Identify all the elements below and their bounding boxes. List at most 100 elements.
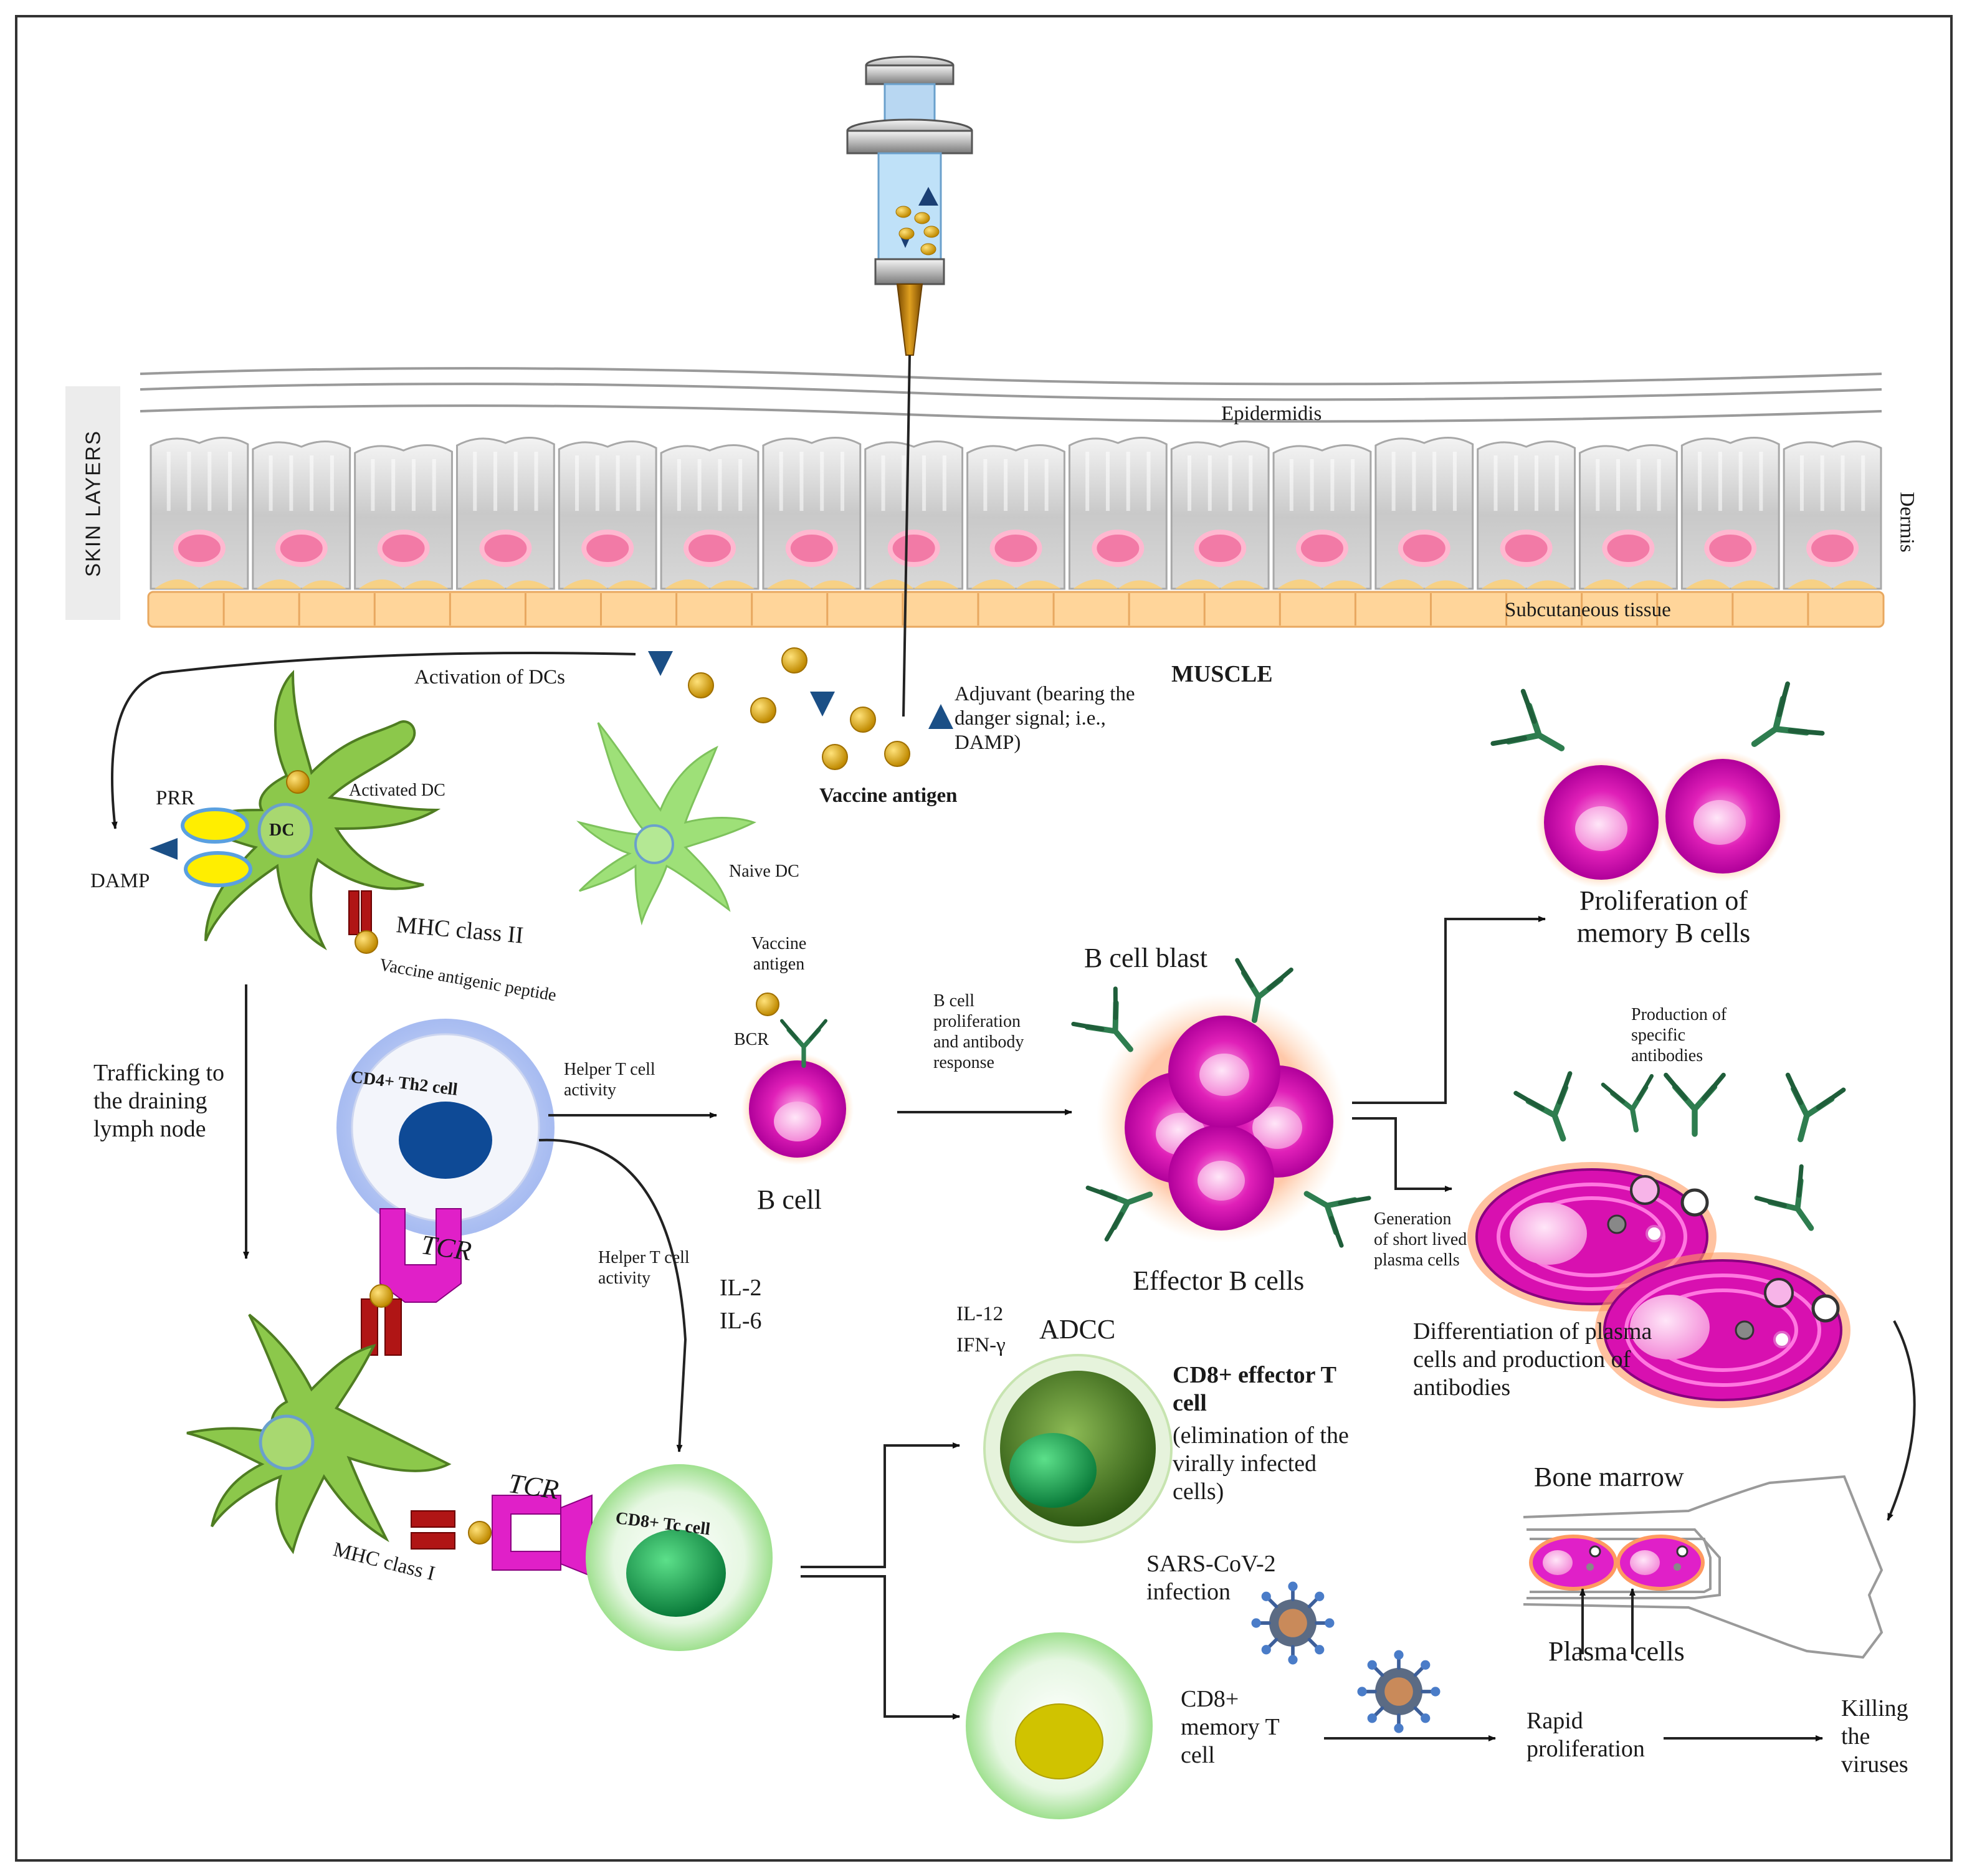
- activation-arrow: [111, 652, 636, 829]
- dermis-cell-nucleus: [1602, 530, 1655, 567]
- plasma-arrow: [1352, 1117, 1452, 1192]
- dermis-basal-fat: [1685, 579, 1776, 589]
- dermis-basal-fat: [460, 579, 551, 589]
- naive-dc: [576, 722, 756, 926]
- subcutaneous-label: Subcutaneous tissue: [1505, 599, 1671, 621]
- skin-layers-label-bg: [65, 386, 120, 620]
- memory-b-label: Proliferation of memory B cells: [1576, 885, 1751, 948]
- adjuvant-label: Adjuvant (bearing the danger signal; i.e…: [955, 683, 1135, 754]
- dermis-cell-nucleus: [173, 530, 226, 567]
- helper-label-1: Helper T cell activity: [564, 1060, 655, 1100]
- tcr-top-label: TCR: [419, 1229, 474, 1267]
- dermis-cell-nucleus: [989, 530, 1042, 567]
- rapid-label: Rapid proliferation: [1526, 1708, 1645, 1762]
- memory-branch-arrow: [801, 1575, 960, 1720]
- vaccine-antigen-label: Vaccine antigen: [819, 784, 958, 807]
- dermis-cell: [966, 444, 1065, 590]
- injection-track: [902, 355, 911, 717]
- virus-2: [1358, 1650, 1441, 1733]
- dermis-cell-nucleus: [1398, 530, 1450, 567]
- cd8-effector-title: CD8+ effector T cell: [1173, 1362, 1336, 1416]
- dermis-cell-nucleus: [581, 530, 634, 567]
- prr-label: PRR: [156, 787, 195, 809]
- activated-dc-label: Activated DC: [349, 781, 445, 800]
- dermis-basal-fat: [869, 579, 959, 589]
- dermis-cell-nucleus: [1092, 530, 1145, 567]
- dermis-basal-fat: [1379, 579, 1469, 589]
- dermis-basal-fat: [1583, 579, 1674, 589]
- memory-arrow: [1352, 916, 1546, 1104]
- mhc2-molecule: [348, 890, 372, 935]
- prr-receptors: [181, 807, 252, 887]
- il12-label: IL-12: [956, 1303, 1004, 1325]
- short-lived-label: Generation of short lived plasma cells: [1374, 1209, 1467, 1270]
- blast-label: B cell blast: [1084, 943, 1207, 973]
- subcutaneous-layer: [147, 591, 1885, 628]
- differentiation-label: Differentiation of plasma cells and prod…: [1413, 1318, 1652, 1401]
- dc-label: DC: [269, 821, 295, 840]
- dermis-cells: [150, 437, 1882, 590]
- dermis-basal-fat: [563, 579, 653, 589]
- dermis-cell-nucleus: [1295, 530, 1348, 567]
- cd8-effector-nucleus: [1009, 1433, 1097, 1508]
- b-vaccine-antigen-label: Vaccine antigen: [751, 934, 807, 974]
- cd4-nucleus: [399, 1102, 492, 1179]
- ifn-label: IFN-γ: [956, 1334, 1006, 1356]
- dermis-basal-fat: [766, 579, 857, 589]
- dermis-cell: [1579, 444, 1678, 590]
- activated-dc: [183, 670, 441, 951]
- damp-label: DAMP: [90, 870, 150, 892]
- naive-dc-nucleus: [634, 824, 674, 864]
- skin-layers-label: SKIN LAYERS: [81, 430, 105, 577]
- dermis-cell-nucleus: [377, 530, 430, 567]
- dermis-basal-fat: [358, 579, 449, 589]
- cd8-tc-nucleus: [626, 1530, 726, 1617]
- effector-branch-arrow: [801, 1442, 960, 1568]
- bcr-label: BCR: [734, 1030, 769, 1049]
- subcutaneous-cells: [222, 593, 1809, 626]
- il6-label: IL-6: [720, 1308, 762, 1334]
- adjuvant-triangles: [648, 651, 953, 729]
- dermis-basal-fat: [1788, 579, 1877, 589]
- b-cell-label: B cell: [757, 1184, 822, 1215]
- dermis-cell-nucleus: [1500, 530, 1553, 567]
- lower-dc-nucleus: [259, 1414, 315, 1470]
- dermis-basal-fat: [665, 579, 755, 589]
- syringe: [846, 55, 973, 356]
- dermis-basal-fat: [1073, 579, 1163, 589]
- damp-triangle: [150, 838, 178, 860]
- dermis-cell-nucleus: [785, 530, 838, 567]
- bone-plasma-cells: [1529, 1535, 1705, 1591]
- bone-marrow-label: Bone marrow: [1534, 1462, 1684, 1492]
- dermis-basal-fat: [1277, 579, 1367, 589]
- helper-label-2: Helper T cell activity: [598, 1248, 690, 1288]
- dermis-cell: [660, 444, 760, 590]
- dermis-cell-nucleus: [479, 530, 532, 567]
- plasma-cell-2: [1595, 1252, 1850, 1408]
- tcr-top: [379, 1208, 462, 1303]
- b-proliferation-label: B cell proliferation and antibody respon…: [933, 991, 1024, 1073]
- dc-nucleus: [257, 802, 313, 859]
- lower-dc: [186, 1313, 452, 1555]
- effector-b-cells: [1097, 994, 1346, 1243]
- tcr-bottom: [492, 1494, 593, 1578]
- dermis-cell-nucleus: [887, 530, 940, 567]
- dermis-cell-nucleus: [275, 530, 328, 567]
- muscle-label: MUSCLE: [1171, 661, 1273, 687]
- adcc-label: ADCC: [1039, 1314, 1116, 1345]
- dermis-basal-fat: [155, 579, 244, 589]
- tcr-bottom-label: TCR: [507, 1467, 561, 1505]
- plasma-cells-label: Plasma cells: [1548, 1636, 1685, 1667]
- dermis-cell: [1272, 444, 1372, 590]
- epidermis-lines: [140, 367, 1882, 423]
- helper-arrow-2: [538, 1138, 687, 1452]
- antigen-spheres: [688, 647, 910, 770]
- cd8-effector-desc: (elimination of the virally infected cel…: [1173, 1422, 1349, 1505]
- dermis-basal-fat: [256, 579, 346, 589]
- dermis-cell: [354, 444, 453, 590]
- dermis-basal-fat: [971, 579, 1061, 589]
- mhc1-molecule: [411, 1510, 455, 1550]
- figure-frame: [15, 15, 1953, 1862]
- dermis-basal-fat: [1481, 579, 1571, 589]
